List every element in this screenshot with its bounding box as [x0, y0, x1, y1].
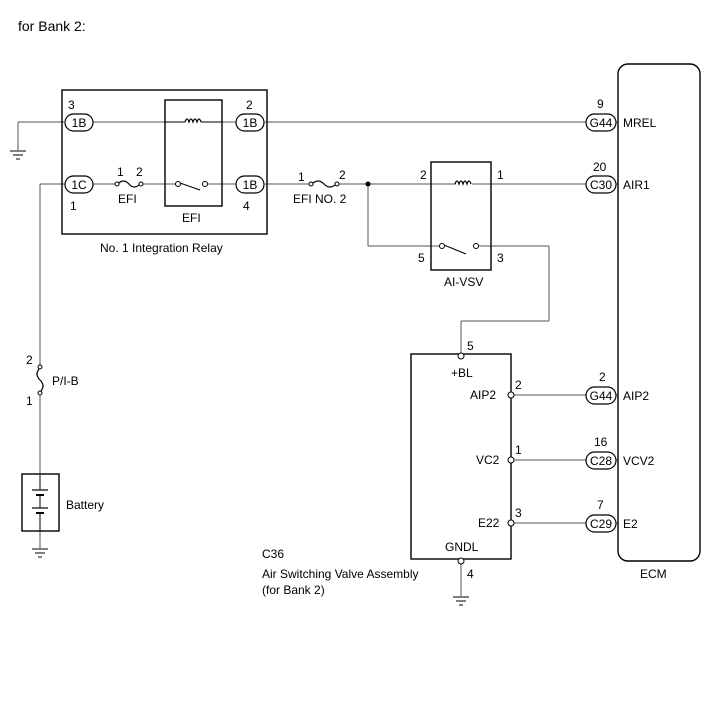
ecm-pin-e2-label: E2	[623, 517, 638, 531]
asv-e22-pin: 3	[515, 506, 522, 520]
ecm-pin-vcv2-number: 16	[594, 435, 608, 449]
junction-dot	[365, 181, 371, 187]
asv-gndl-label: GNDL	[445, 540, 479, 554]
connector-1b-pin3: 1B	[64, 113, 94, 132]
ecm-pin-vcv2-label: VCV2	[623, 454, 655, 468]
efi-no2-fuse-icon	[311, 180, 337, 188]
ecm-connector-mrel-label: G44	[590, 116, 613, 130]
connector-1b-pin2-label: 1B	[243, 116, 258, 130]
ecm-connector-air1: C30 20 AIR1	[585, 160, 650, 194]
ecm-connector-air1-label: C30	[590, 178, 612, 192]
ai-vsv-switch-blade	[443, 244, 467, 255]
efi-switch-contact-a	[175, 181, 181, 187]
pib-fuse-icon	[36, 367, 44, 393]
ecm-label: ECM	[640, 567, 667, 581]
efi-relay-box	[164, 99, 223, 207]
ecm-pin-aip2-number: 2	[599, 370, 606, 384]
ecm-connector-vcv2-label: C28	[590, 454, 612, 468]
ai-vsv-pin3: 3	[497, 251, 504, 265]
integration-relay-box	[61, 89, 268, 235]
efi-no2-pin1: 1	[298, 170, 305, 184]
relay-pin4-number: 4	[243, 199, 250, 213]
ecm-connector-aip2-label: G44	[590, 389, 613, 403]
efi-relay-coil-icon	[184, 118, 202, 124]
ai-vsv-pin5: 5	[418, 251, 425, 265]
ecm-pin-mrel-label: MREL	[623, 116, 657, 130]
asv-gndl-pin: 4	[467, 567, 474, 581]
ai-vsv-coil-icon	[454, 180, 472, 186]
connector-1b-pin2: 1B	[235, 113, 265, 132]
efi-relay-label: EFI	[182, 211, 201, 225]
battery-box	[21, 473, 60, 532]
connector-1b-pin4-label: 1B	[243, 178, 258, 192]
connector-1b-pin3-label: 1B	[72, 116, 87, 130]
asv-aip2-terminal	[507, 391, 515, 399]
battery-icon	[32, 475, 48, 530]
connector-1c-pin1-label: 1C	[71, 178, 87, 192]
efi-fuse-icon	[117, 180, 141, 188]
connector-1b-pin4: 1B	[235, 175, 265, 194]
asv-name-line1: Air Switching Valve Assembly	[262, 567, 419, 581]
efi-switch-blade	[179, 182, 201, 191]
ecm-pin-air1-number: 20	[593, 160, 607, 174]
asv-aip2-label: AIP2	[470, 388, 496, 402]
asv-bl-terminal	[457, 352, 465, 360]
efi-fuse-pin2: 2	[136, 165, 143, 179]
connector-1c-pin1: 1C	[64, 175, 94, 194]
ecm-connector-e2: C29 7 E2	[585, 498, 638, 533]
wires	[17, 121, 618, 596]
asv-bl-pin: 5	[467, 339, 474, 353]
ecm-pin-mrel-number: 9	[597, 97, 604, 111]
efi-fuse-label: EFI	[118, 192, 137, 206]
asv-aip2-pin: 2	[515, 378, 522, 392]
efi-no2-label: EFI NO. 2	[293, 192, 347, 206]
pib-label: P/I-B	[52, 374, 79, 388]
ground-symbol-asv	[453, 596, 469, 606]
asv-vc2-label: VC2	[476, 453, 500, 467]
efi-fuse-pin1: 1	[117, 165, 124, 179]
ecm-connector-aip2: G44 2 AIP2	[585, 370, 649, 405]
ecm-connector-e2-label: C29	[590, 517, 612, 531]
asv-bl-label: +BL	[451, 366, 473, 380]
battery-label: Battery	[66, 498, 104, 512]
ai-vsv-label: AI-VSV	[444, 275, 483, 289]
ai-vsv-box	[430, 161, 492, 271]
efi-no2-pin2: 2	[339, 168, 346, 182]
ecm-connector-vcv2: C28 16 VCV2	[585, 435, 655, 470]
efi-switch-contact-b	[202, 181, 208, 187]
asv-name-line2: (for Bank 2)	[262, 583, 325, 597]
relay-pin2-number: 2	[246, 98, 253, 112]
ai-vsv-contact-b	[473, 243, 479, 249]
ecm-pin-aip2-label: AIP2	[623, 389, 649, 403]
asv-e22-terminal	[507, 519, 515, 527]
ground-symbol-relay	[10, 150, 26, 160]
ai-vsv-contact-a	[439, 243, 445, 249]
asv-code: C36	[262, 547, 284, 561]
asv-vc2-terminal	[507, 456, 515, 464]
ecm-pin-e2-number: 7	[597, 498, 604, 512]
ecm-box	[617, 63, 701, 562]
pib-pin1: 1	[26, 394, 33, 408]
ecm-connector-mrel: G44 9 MREL	[585, 97, 657, 132]
diagram-title: for Bank 2:	[18, 18, 86, 34]
ai-vsv-pin2: 2	[420, 168, 427, 182]
ground-symbol-battery	[32, 548, 48, 558]
ai-vsv-pin1: 1	[497, 168, 504, 182]
asv-e22-label: E22	[478, 516, 500, 530]
relay-pin3-number: 3	[68, 98, 75, 112]
relay-pin1-number: 1	[70, 199, 77, 213]
pib-pin2: 2	[26, 353, 33, 367]
asv-vc2-pin: 1	[515, 443, 522, 457]
ecm-pin-air1-label: AIR1	[623, 178, 650, 192]
asv-gndl-terminal	[457, 557, 465, 565]
integration-relay-label: No. 1 Integration Relay	[100, 241, 223, 255]
